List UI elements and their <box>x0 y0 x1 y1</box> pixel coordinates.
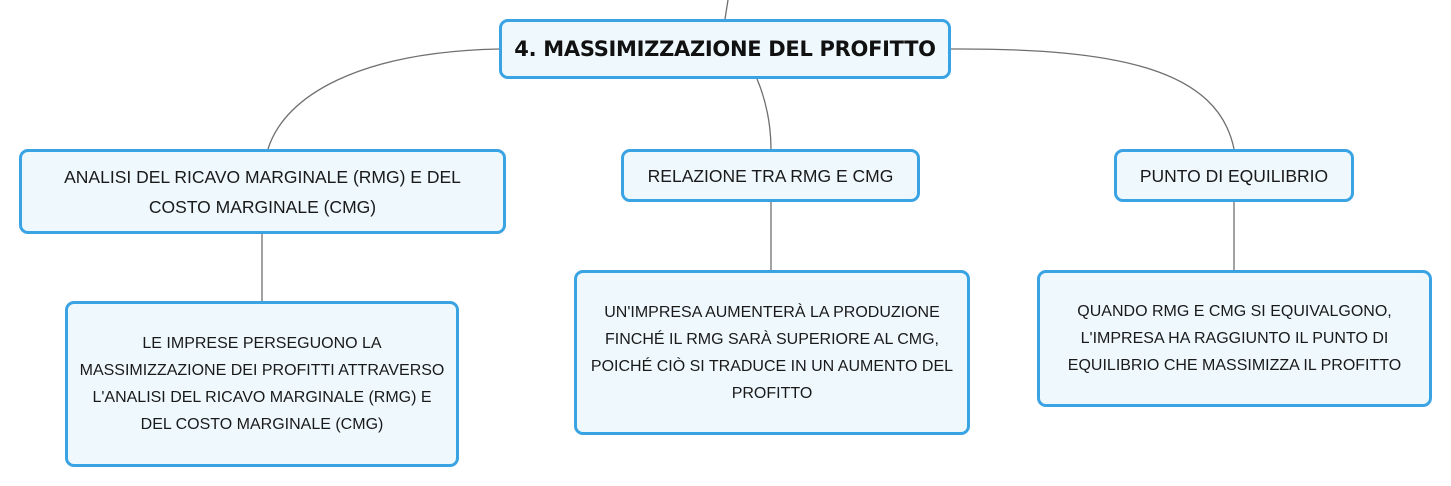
subtopic-label: LE IMPRESE PERSEGUONO LA MASSIMIZZAZIONE… <box>79 335 445 433</box>
topic-label: ANALISI DEL RICAVO MARGINALE (RMG) E DEL… <box>64 166 461 217</box>
central-topic-label: 4. MASSIMIZZAZIONE DEL PROFITTO <box>514 37 936 61</box>
connector-root-to-branch-1 <box>267 48 500 150</box>
topic-relazione-rmg-cmg[interactable]: RELAZIONE TRA RMG E CMG <box>621 149 920 202</box>
subtopic-equilibrio-detail[interactable]: QUANDO RMG E CMG SI EQUIVALGONO, L'IMPRE… <box>1037 270 1432 407</box>
subtopic-analisi-detail[interactable]: LE IMPRESE PERSEGUONO LA MASSIMIZZAZIONE… <box>65 301 459 467</box>
central-topic[interactable]: 4. MASSIMIZZAZIONE DEL PROFITTO <box>499 19 951 79</box>
connector-root-to-branch-2 <box>756 78 772 150</box>
connector-from-parent <box>724 0 729 20</box>
topic-label: RELAZIONE TRA RMG E CMG <box>647 165 894 186</box>
subtopic-relazione-detail[interactable]: UN'IMPRESA AUMENTERÀ LA PRODUZIONE FINCH… <box>574 270 970 435</box>
subtopic-label: UN'IMPRESA AUMENTERÀ LA PRODUZIONE FINCH… <box>590 303 954 402</box>
topic-label: PUNTO DI EQUILIBRIO <box>1139 165 1329 186</box>
topic-analisi-rmg-cmg[interactable]: ANALISI DEL RICAVO MARGINALE (RMG) E DEL… <box>19 149 506 234</box>
connector-root-to-branch-3 <box>950 48 1235 150</box>
subtopic-label: QUANDO RMG E CMG SI EQUIVALGONO, L'IMPRE… <box>1067 303 1402 374</box>
topic-punto-di-equilibrio[interactable]: PUNTO DI EQUILIBRIO <box>1114 149 1354 202</box>
